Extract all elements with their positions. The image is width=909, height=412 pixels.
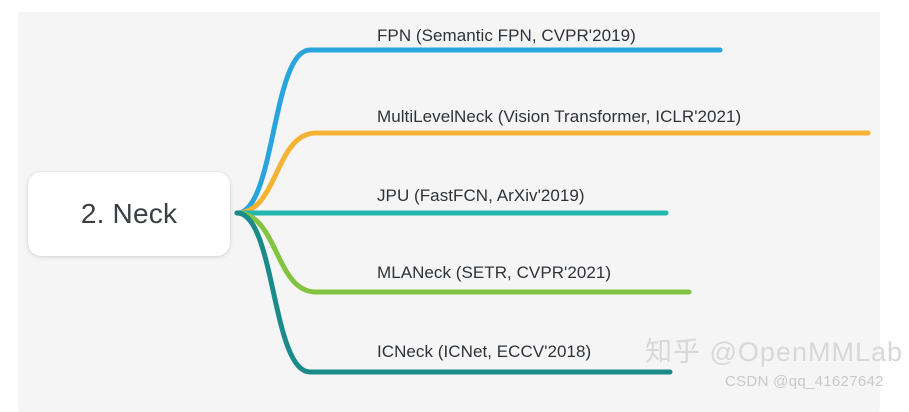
mindmap-root-node[interactable]: 2. Neck (28, 172, 230, 256)
branch-label-mlaneck[interactable]: MLANeck (SETR, CVPR'2021) (377, 263, 612, 282)
mindmap-canvas: 2. Neck FPN (Semantic FPN, CVPR'2019) Mu… (28, 26, 903, 390)
branch-label-jpu[interactable]: JPU (FastFCN, ArXiv'2019) (377, 186, 585, 205)
branch-label-multilevelneck[interactable]: MultiLevelNeck (Vision Transformer, ICLR… (377, 107, 742, 126)
branch-label-fpn[interactable]: FPN (Semantic FPN, CVPR'2019) (377, 26, 636, 45)
branch-label-icneck[interactable]: ICNeck (ICNet, ECCV'2018) (377, 342, 592, 361)
zhihu-watermark: 知乎 @OpenMMLab (645, 337, 903, 367)
root-node-label: 2. Neck (80, 198, 178, 229)
csdn-watermark: CSDN @qq_41627642 (725, 373, 884, 390)
